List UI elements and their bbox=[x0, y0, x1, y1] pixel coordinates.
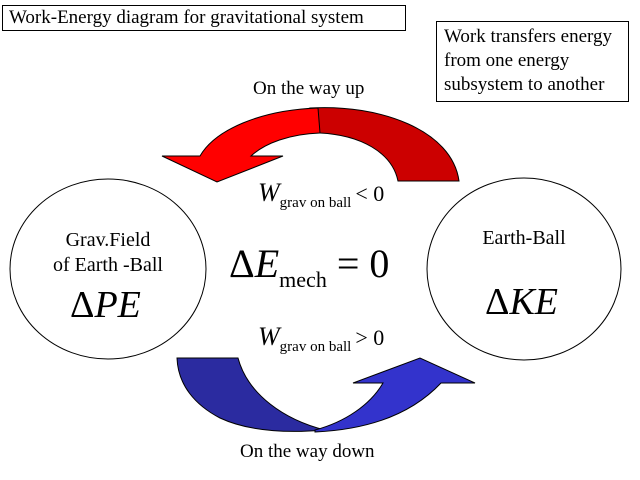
delta-symbol: Δ bbox=[70, 284, 95, 326]
pe-system-line: Grav.Field bbox=[65, 229, 151, 251]
delta-pe: ΔPE bbox=[70, 283, 141, 327]
energy-symbol: E bbox=[254, 241, 280, 286]
up-arrow-tail bbox=[309, 107, 460, 182]
diagram-title: Work-Energy diagram for gravitational sy… bbox=[2, 5, 406, 31]
delta-symbol: Δ bbox=[229, 241, 255, 286]
ke-system-line: Earth-Ball bbox=[482, 227, 566, 249]
work-subscript: grav on ball bbox=[279, 195, 352, 211]
work-relation: < 0 bbox=[355, 181, 385, 206]
ke-system-circle bbox=[426, 177, 622, 361]
up-arrow-head bbox=[161, 107, 321, 183]
pe-quantity: PE bbox=[94, 284, 141, 326]
work-subscript: grav on ball bbox=[279, 339, 352, 355]
note-line: from one energy bbox=[444, 50, 570, 71]
work-relation: > 0 bbox=[355, 325, 385, 350]
work-down-label: Wgrav on ball> 0 bbox=[258, 322, 385, 355]
pe-system-circle bbox=[9, 178, 207, 360]
mechanical-energy-equation: ΔEmech = 0 bbox=[229, 240, 390, 292]
note-box: Work transfers energy from one energy su… bbox=[436, 21, 629, 102]
ke-system-label: Earth-Ball bbox=[427, 226, 621, 251]
delta-symbol: Δ bbox=[485, 281, 510, 323]
energy-subscript: mech bbox=[279, 267, 327, 292]
ke-quantity: KE bbox=[509, 281, 558, 323]
note-line: Work transfers energy bbox=[444, 26, 613, 47]
energy-relation: = 0 bbox=[336, 241, 390, 286]
pe-system-label: Grav.Field of Earth -Ball bbox=[10, 228, 206, 278]
work-up-label: Wgrav on ball< 0 bbox=[258, 178, 385, 211]
work-symbol: W bbox=[258, 322, 280, 351]
note-line: subsystem to another bbox=[444, 74, 605, 95]
delta-ke: ΔKE bbox=[485, 280, 558, 324]
down-arrow-tail bbox=[176, 357, 326, 432]
way-up-label: On the way up bbox=[253, 78, 365, 99]
way-down-label: On the way down bbox=[240, 441, 375, 462]
pe-system-line: of Earth -Ball bbox=[53, 254, 163, 276]
work-symbol: W bbox=[258, 178, 280, 207]
down-arrow-head bbox=[314, 357, 476, 433]
